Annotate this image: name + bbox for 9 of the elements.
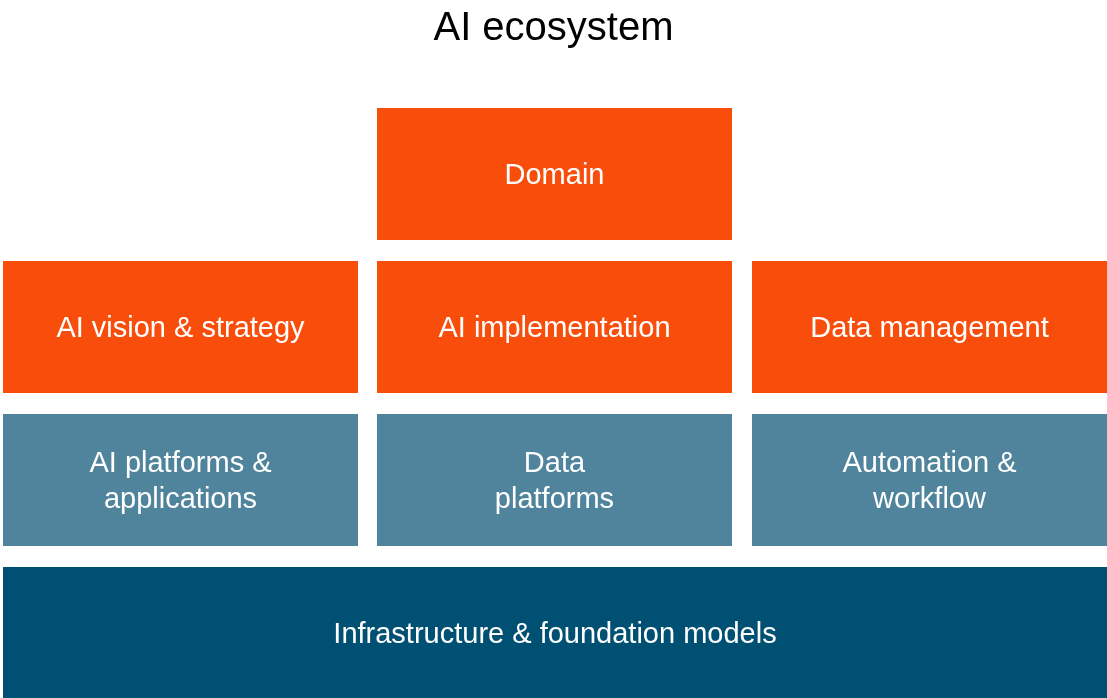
layer-box: Data platforms (377, 414, 732, 546)
layer-box: Domain (377, 108, 732, 240)
layer-box: AI platforms & applications (3, 414, 358, 546)
layer-box: Data management (752, 261, 1107, 393)
layer-box: Infrastructure & foundation models (3, 567, 1107, 698)
layer-box: Automation & workflow (752, 414, 1107, 546)
title: AI ecosystem (432, 3, 675, 50)
layer-box: AI vision & strategy (3, 261, 358, 393)
layer-box: AI implementation (377, 261, 732, 393)
